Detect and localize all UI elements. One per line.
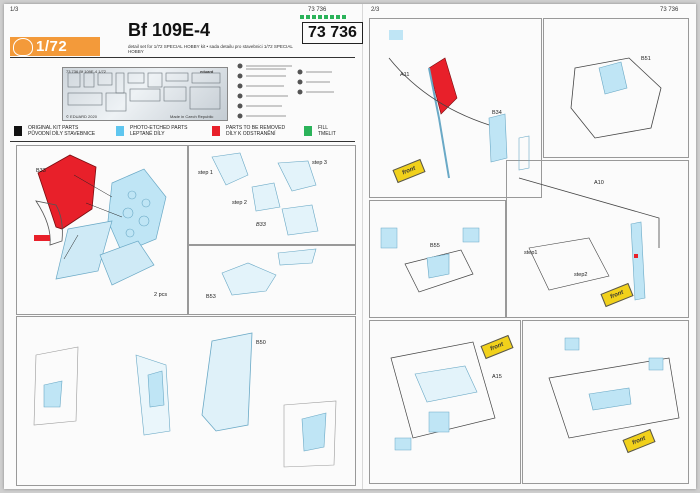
legend-kit-parts: ORIGINAL KIT PARTS PŮVODNÍ DÍLY STAVEBNI… <box>28 125 96 137</box>
panel-a10 <box>506 160 689 318</box>
page-number-left: 1/3 <box>10 7 19 13</box>
panel-b33 <box>16 145 188 315</box>
page-fold <box>362 4 363 489</box>
fret-made-in: Made in Czech Republic <box>170 114 214 119</box>
subtitle: detail set for 1/72 SPECIAL HOBBY kit • … <box>128 44 293 54</box>
eduard-logo-icon <box>13 38 33 56</box>
label-b33: B33 <box>36 168 46 174</box>
fret-parts-drawing <box>67 72 221 112</box>
label-b55: B55 <box>430 243 440 249</box>
legend-fill: FILL TMELIT <box>318 125 336 137</box>
photo-etched-fret <box>62 67 228 121</box>
legend-swatch-remove <box>212 126 220 136</box>
legend-swatch-fill <box>304 126 312 136</box>
symbol-legend <box>237 63 334 119</box>
scale-label: 1/72 <box>36 38 68 55</box>
color-stripe <box>300 15 348 19</box>
panel-b53 <box>188 245 356 315</box>
label-step3: step 3 <box>312 160 327 166</box>
panel-a15 <box>369 320 521 484</box>
label-b50: B50 <box>256 340 266 346</box>
header-rule <box>10 57 355 58</box>
label-step2: step 2 <box>232 200 247 206</box>
label-step1b: step1 <box>524 250 538 256</box>
legend-pe-parts: PHOTO-ETCHED PARTS LEPTANÉ DÍLY <box>130 125 188 137</box>
legend-swatch-kit <box>14 126 22 136</box>
label-b53: B53 <box>206 294 216 300</box>
page-code-left: 73 736 <box>308 7 327 13</box>
fret-copyright: © EDUARD 2020 <box>66 114 97 119</box>
label-a10: A10 <box>594 180 604 186</box>
page-code-right: 73 736 <box>660 7 679 13</box>
label-a11: A11 <box>400 72 410 78</box>
label-b33-inset: B33 <box>256 222 266 228</box>
panel-b55 <box>369 200 506 318</box>
panel-steps <box>188 145 356 245</box>
page-number-right: 2/3 <box>371 7 380 13</box>
right-page-drawings <box>380 30 680 451</box>
panel-a11 <box>369 18 542 198</box>
panel-b51 <box>543 18 689 158</box>
legend-rule <box>10 141 355 142</box>
panel-floor <box>522 320 689 484</box>
label-step1: step 1 <box>198 170 213 176</box>
panel-b50 <box>16 316 356 486</box>
label-b34: B34 <box>492 110 502 116</box>
legend-remove-parts: PARTS TO BE REMOVED DÍLY K ODSTRANĚNÍ <box>226 125 286 137</box>
label-step2b: step2 <box>574 272 588 278</box>
product-code: 73 736 <box>302 22 363 44</box>
label-2pcs: 2 pcs <box>154 292 168 298</box>
fret-label: 73 736 Bf 109E-4 1/72 <box>66 69 107 74</box>
page-title: Bf 109E-4 <box>128 20 211 40</box>
legend-swatch-pe <box>116 126 124 136</box>
left-page-drawings <box>33 152 337 468</box>
label-b51: B51 <box>641 56 651 62</box>
fret-brand: eduard <box>200 69 214 74</box>
label-a15: A15 <box>492 374 502 380</box>
